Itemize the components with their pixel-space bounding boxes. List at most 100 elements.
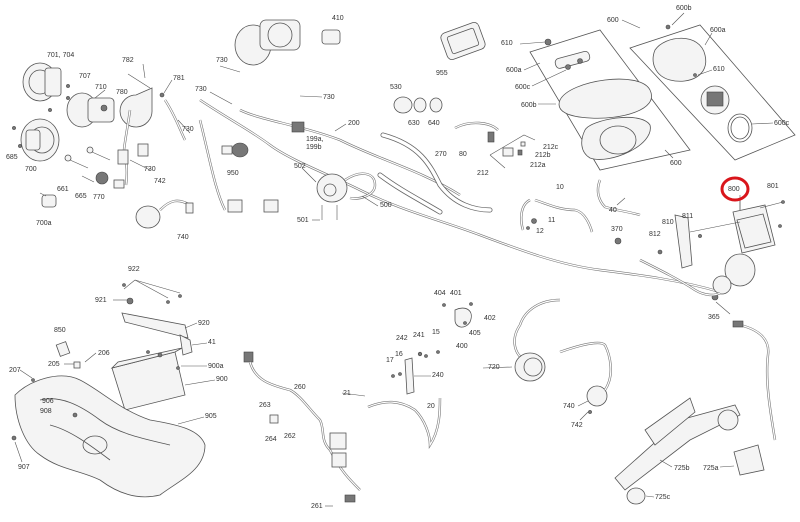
headlight-701-704 [22,62,62,102]
label-270: 270 [435,151,447,158]
label-730-c: 730 [216,57,228,64]
label-610-b: 610 [713,66,725,73]
label-404: 404 [434,290,446,297]
label-21: 21 [343,390,351,397]
label-402: 402 [484,315,496,322]
label-600c-b: 600c [774,120,790,127]
label-199a-199b: 199a, 199b [306,136,324,151]
bracket-240 [391,350,440,395]
label-782: 782 [122,57,134,64]
label-730-e: 730 [323,94,335,101]
battery-900 [110,334,193,411]
label-850: 850 [54,327,66,334]
switch-950 [221,142,249,158]
hose-270 [377,132,493,215]
label-80: 80 [459,151,467,158]
label-700a: 700a [36,220,52,227]
fasteners-left [12,84,111,183]
label-742-b: 742 [571,422,583,429]
label-212: 212 [477,170,489,177]
label-906: 906 [42,398,54,405]
headlight-700 [20,118,60,162]
label-922: 922 [128,266,140,273]
label-730-b: 730 [144,166,156,173]
bracket-725b [614,397,741,491]
label-811: 811 [682,213,694,220]
label-17: 17 [386,357,394,364]
label-742-a: 742 [154,178,166,185]
label-206: 206 [98,350,110,357]
label-661: 661 [57,186,69,193]
module-500 [316,172,377,220]
label-740-b: 740 [563,403,575,410]
label-502: 502 [294,163,306,170]
label-740-a: 740 [177,234,189,241]
label-405: 405 [469,330,481,337]
label-730-a: 730 [182,126,194,133]
connector-199 [291,121,305,133]
relay-212-group [489,134,536,169]
bracket-920 [121,279,189,339]
label-710: 710 [95,84,107,91]
label-665: 665 [75,193,87,200]
lamp-740-center [559,341,612,414]
cluster-inset-600 [629,24,796,161]
label-921: 921 [95,297,107,304]
label-10: 10 [556,184,564,191]
label-812: 812 [649,231,661,238]
latch-400 [442,302,473,328]
socket-770 [95,171,125,189]
label-780: 780 [116,89,128,96]
label-685: 685 [6,154,18,161]
harness-10-40 [520,179,641,233]
tray-905 [11,375,206,498]
label-12: 12 [536,228,544,235]
label-730-d: 730 [195,86,207,93]
label-261: 261 [311,503,323,510]
label-200: 200 [348,120,360,127]
label-41: 41 [208,339,216,346]
headlight-710 [66,92,115,128]
label-600b-a: 600b [521,102,537,109]
label-725a: 725a [703,465,719,472]
label-262: 262 [284,433,296,440]
reflector-725c [626,487,646,505]
harness-80 [454,121,499,143]
label-950: 950 [227,170,239,177]
harness-730-left [117,99,187,186]
label-781: 781 [173,75,185,82]
ecu-800 [732,200,785,254]
label-700: 700 [25,166,37,173]
label-630: 630 [408,120,420,127]
label-400: 400 [456,343,468,350]
label-20: 20 [427,403,435,410]
label-207: 207 [9,367,21,374]
label-920: 920 [198,320,210,327]
bracket-810 [657,214,741,269]
clip-850 [31,341,81,382]
label-905: 905 [205,413,217,420]
motor-top [234,19,341,66]
label-600c-a: 600c [515,84,531,91]
taillight-725a [733,444,765,476]
display-955 [440,22,486,60]
label-600-top: 600 [607,17,619,24]
label-720: 720 [488,364,500,371]
label-900: 900 [216,376,228,383]
label-900a: 900a [208,363,224,370]
label-725c: 725c [655,494,671,501]
label-240: 240 [432,372,444,379]
label-241: 241 [413,332,425,339]
label-801: 801 [767,183,779,190]
cluster-panel-600 [529,29,691,171]
main-harness-200 [198,99,721,294]
label-640: 640 [428,120,440,127]
label-365: 365 [708,314,720,321]
label-212a: 212a [530,162,546,169]
harness-260 [243,351,361,503]
label-500: 500 [380,202,392,209]
label-770: 770 [93,194,105,201]
label-530: 530 [390,84,402,91]
